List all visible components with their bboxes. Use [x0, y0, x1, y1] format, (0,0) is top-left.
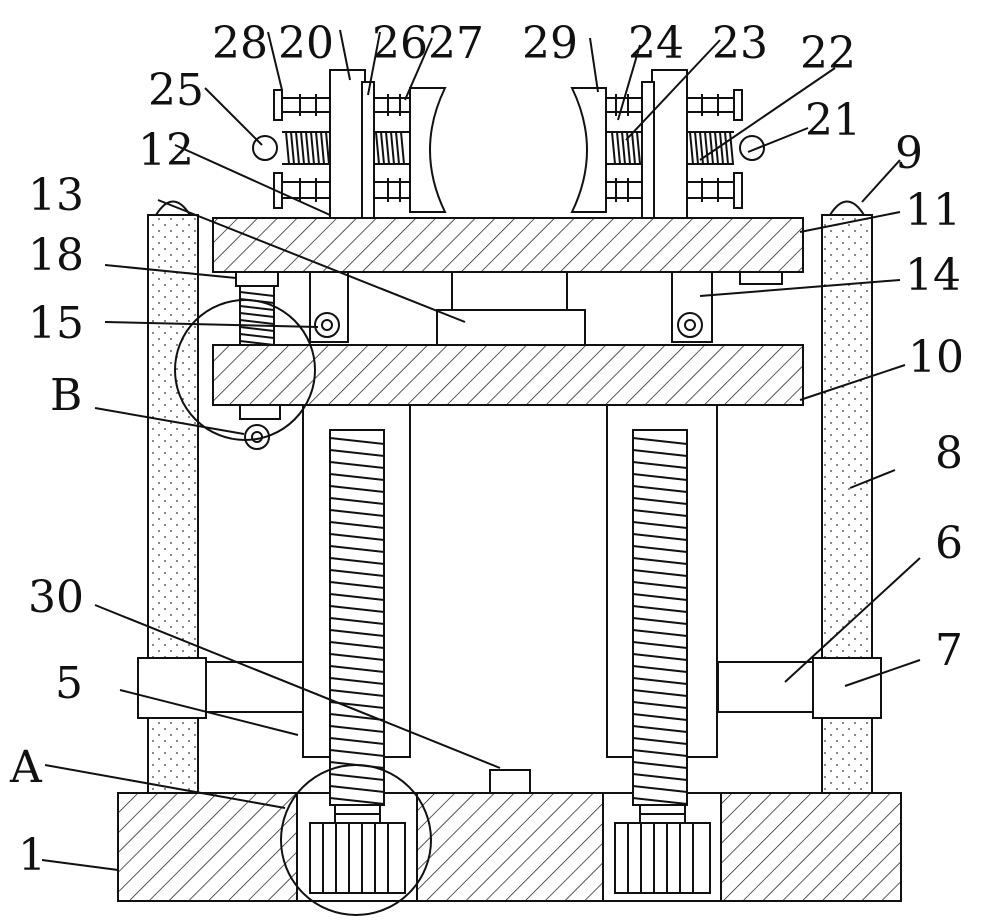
motor-right — [614, 804, 711, 894]
sensor-block — [489, 769, 531, 794]
label-5: 5 — [55, 658, 83, 709]
lead-screw-right — [632, 429, 688, 806]
motor-left — [309, 804, 406, 894]
label-8: 8 — [935, 428, 963, 479]
block-13 — [436, 309, 586, 346]
label-14: 14 — [905, 250, 961, 301]
label-26: 26 — [372, 18, 428, 69]
label-10: 10 — [908, 332, 964, 383]
detail-circle-b — [174, 299, 316, 441]
post-cap-right — [828, 200, 866, 216]
part-labels: 28 20 26 27 29 24 23 22 25 21 12 9 13 11… — [9, 18, 964, 881]
label-13: 13 — [28, 170, 84, 221]
label-28: 28 — [212, 18, 268, 69]
clamp-left — [252, 69, 447, 219]
label-A: A — [9, 742, 43, 793]
base-plate — [117, 792, 902, 902]
label-25: 25 — [148, 65, 204, 116]
label-9: 9 — [895, 128, 923, 179]
label-B: B — [50, 370, 82, 421]
label-27: 27 — [428, 18, 484, 69]
leader-lines — [41, 29, 921, 871]
label-18: 18 — [28, 230, 84, 281]
hinge-left — [309, 271, 349, 343]
label-6: 6 — [935, 518, 963, 569]
lead-screw-left — [329, 429, 385, 806]
stop-block — [739, 271, 783, 285]
hinge-right — [671, 271, 713, 343]
block-12 — [451, 271, 568, 311]
label-11: 11 — [905, 185, 961, 236]
arm-left — [205, 661, 304, 713]
label-1: 1 — [18, 830, 46, 881]
label-20: 20 — [278, 18, 334, 69]
label-23: 23 — [712, 18, 768, 69]
label-15: 15 — [28, 298, 84, 349]
upper-plate — [212, 217, 804, 273]
lower-plate — [212, 344, 804, 406]
label-12: 12 — [138, 125, 194, 176]
label-7: 7 — [935, 625, 963, 676]
clamp-right — [570, 69, 765, 219]
label-29: 29 — [522, 18, 578, 69]
detail-circle-a — [280, 764, 432, 916]
post-cap-left — [154, 200, 192, 216]
label-22: 22 — [800, 28, 856, 79]
slider-right — [812, 657, 882, 719]
label-21: 21 — [805, 95, 861, 146]
label-24: 24 — [628, 18, 684, 69]
label-30: 30 — [28, 572, 84, 623]
